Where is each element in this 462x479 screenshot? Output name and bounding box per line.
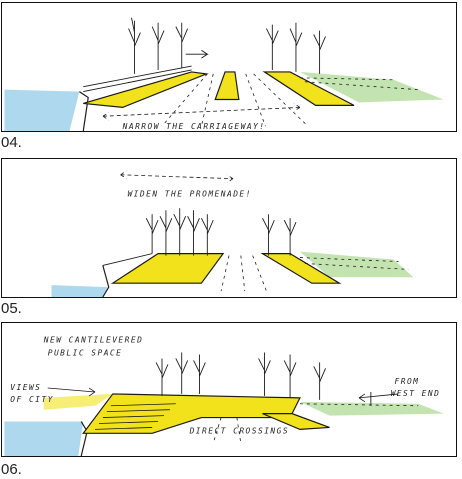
sketch-04-drawing: NARROW THE CARRIAGEWAY! <box>4 17 444 131</box>
note-06-right-2: WEST END <box>391 389 441 398</box>
note-06-top-2: PUBLIC SPACE <box>48 349 123 358</box>
steps <box>95 403 176 430</box>
note-06-left-1: VIEWS <box>10 383 41 392</box>
water-area <box>4 421 84 456</box>
arrow-bottom <box>102 103 301 121</box>
green-area <box>299 251 414 278</box>
note-05: WIDEN THE PROMENADE! <box>127 189 251 198</box>
green-area <box>299 71 444 103</box>
promenade-left <box>83 71 209 108</box>
quay-edge <box>79 91 89 131</box>
trees <box>145 208 297 256</box>
railing <box>83 65 192 93</box>
road-lines <box>212 403 419 444</box>
sketch-05: WIDEN THE PROMENADE! <box>1 158 457 298</box>
note-06-right-1: FROM <box>395 377 420 386</box>
promenade-right <box>260 253 342 284</box>
note-06-top-1: NEW CANTILEVERED <box>43 336 144 345</box>
caption-04: 04. <box>1 134 22 151</box>
median-strip <box>214 71 240 101</box>
caption-06: 06. <box>1 461 22 478</box>
note-06-left-2: OF CITY <box>10 395 54 404</box>
arrow-left <box>47 387 96 397</box>
note-04: NARROW THE CARRIAGEWAY! <box>122 122 266 131</box>
road-lines <box>220 255 409 292</box>
green-area <box>299 401 444 416</box>
trees <box>128 17 326 74</box>
water-area <box>51 285 108 297</box>
arrow-right <box>358 393 399 403</box>
road-lines <box>161 73 419 127</box>
arrow-top <box>120 170 234 183</box>
caption-05: 05. <box>1 300 22 317</box>
railing <box>102 253 153 266</box>
sketch-04: NARROW THE CARRIAGEWAY! <box>1 2 457 132</box>
sketch-06-drawing: NEW CANTILEVERED PUBLIC SPACE VIEWS OF C… <box>4 336 444 456</box>
quay-edge <box>102 265 110 297</box>
sketch-05-drawing: WIDEN THE PROMENADE! <box>51 170 414 297</box>
promenade-left <box>110 253 225 284</box>
hatched-area <box>43 393 113 410</box>
note-06-bottom: DIRECT CROSSINGS <box>189 426 290 435</box>
promenade-right <box>262 413 330 430</box>
water-area <box>4 89 80 131</box>
sketch-06: NEW CANTILEVERED PUBLIC SPACE VIEWS OF C… <box>1 322 457 457</box>
trees <box>155 352 372 406</box>
promenade-right <box>262 71 355 106</box>
arrow-top <box>185 49 209 59</box>
